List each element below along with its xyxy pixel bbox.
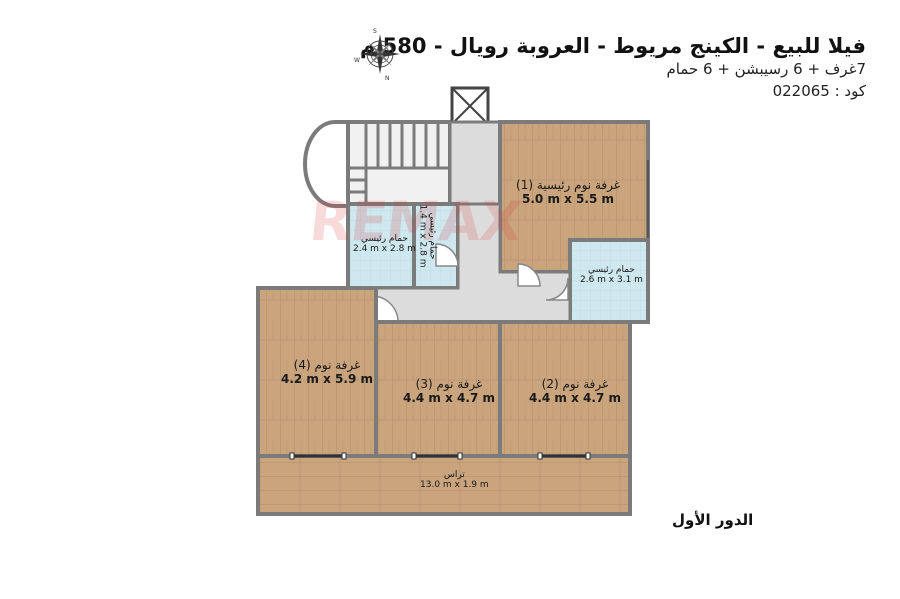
upper-corridor	[448, 120, 502, 206]
room-label-bed3: غرفة نوم (3) 4.4 m x 4.7 m	[403, 377, 495, 405]
terrace	[256, 454, 632, 516]
bedroom-4	[256, 286, 378, 458]
compass-letter-w: W	[354, 57, 360, 64]
compass-letter-e: E	[400, 41, 404, 48]
listing-code: كود : 022065	[772, 82, 866, 100]
compass-letter-s: S	[373, 28, 377, 35]
listing-title: فيلا للبيع - الكينج مريوط - العروبة رويا…	[359, 34, 866, 58]
room-label-bath-mid: حمام رئيسي 1.4 m x 2.8 m	[417, 204, 438, 268]
room-label-bath-right: حمام رئيسي 2.6 m x 3.1 m	[580, 265, 643, 285]
compass-icon: S E W N	[354, 28, 404, 82]
room-label-master1: غرفة نوم رئيسية (1) 5.0 m x 5.5 m	[516, 178, 621, 206]
room-label-terrace: تراس 13.0 m x 1.9 m	[420, 470, 489, 490]
master-bath-left	[346, 202, 416, 290]
compass-letter-n: N	[385, 75, 390, 82]
floor-label: الدور الأول	[672, 511, 754, 529]
bedroom-3	[374, 320, 502, 458]
listing-subtitle: 7غرف + 6 رسيبشن + 6 حمام	[666, 60, 866, 78]
room-label-bed2: غرفة نوم (2) 4.4 m x 4.7 m	[529, 377, 621, 405]
room-label-bath-left: حمام رئيسي 2.4 m x 2.8 m	[353, 234, 416, 254]
room-label-bed4: غرفة نوم (4) 4.2 m x 5.9 m	[281, 358, 373, 386]
curved-balcony	[303, 120, 350, 208]
